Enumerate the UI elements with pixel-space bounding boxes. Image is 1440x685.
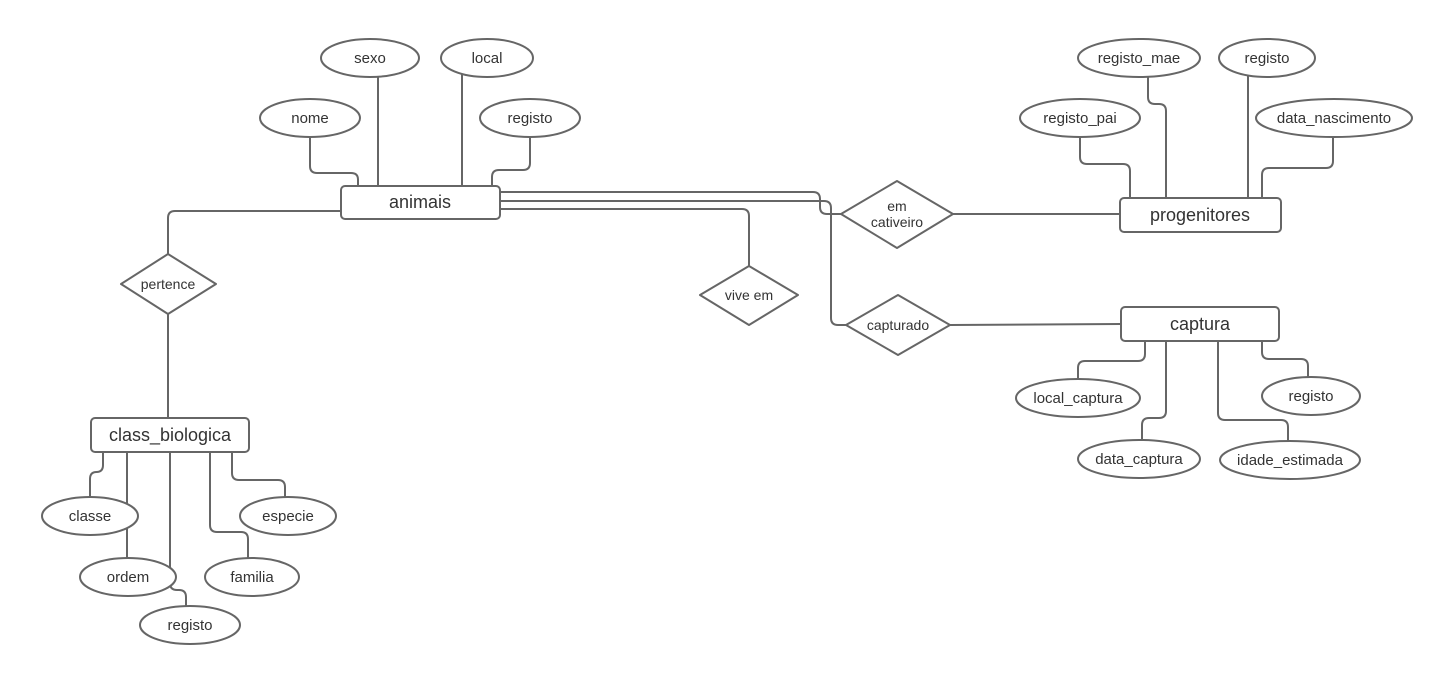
- connector-animais-pertence: [167, 210, 342, 255]
- attribute-registo-pai[interactable]: registo_pai: [1019, 98, 1141, 138]
- attribute-registo-captura[interactable]: registo: [1261, 376, 1361, 416]
- attribute-ellipse: [1077, 439, 1201, 479]
- connector-captura-datacaptura: [1141, 340, 1167, 441]
- attribute-ellipse: [259, 98, 361, 138]
- attribute-ellipse: [440, 38, 534, 78]
- connector-capturado-captura: [949, 323, 1122, 326]
- attribute-label: registo: [167, 617, 212, 634]
- attribute-ellipse: [41, 496, 139, 536]
- connector-captura-localcaptura: [1077, 340, 1146, 380]
- attribute-label: data_captura: [1095, 451, 1183, 468]
- attribute-classe[interactable]: classe: [41, 496, 139, 536]
- relationship-label: pertence: [141, 276, 196, 292]
- attribute-label: local_captura: [1033, 390, 1123, 407]
- attribute-label: registo_mae: [1098, 50, 1181, 67]
- attribute-label: idade_estimada: [1237, 452, 1344, 469]
- attribute-ellipse: [1019, 98, 1141, 138]
- attribute-idade-estimada[interactable]: idade_estimada: [1219, 440, 1361, 480]
- relationship-diamond: [840, 180, 954, 249]
- relationship-pertence[interactable]: pertence: [120, 253, 217, 315]
- attribute-ellipse: [139, 605, 241, 645]
- entity-captura[interactable]: captura: [1120, 306, 1280, 342]
- entity-label: animais: [389, 192, 451, 212]
- entity-box: [1120, 306, 1280, 342]
- attribute-label: familia: [230, 569, 274, 586]
- attribute-ellipse: [1077, 38, 1201, 78]
- attribute-label: especie: [262, 508, 314, 525]
- connector-registo-animais: [491, 136, 531, 187]
- connector-classbiologica-classe: [89, 451, 104, 498]
- attribute-familia[interactable]: familia: [204, 557, 300, 597]
- connector-animais-capturado: [499, 200, 847, 326]
- attribute-ellipse: [239, 496, 337, 536]
- entity-label: captura: [1170, 314, 1231, 334]
- attribute-local[interactable]: local: [440, 38, 534, 78]
- attribute-ellipse: [79, 557, 177, 597]
- connector-classbiologica-especie: [231, 451, 286, 498]
- entity-box: [90, 417, 250, 453]
- attribute-ellipse: [1261, 376, 1361, 416]
- connector-animais-viveem: [499, 208, 750, 267]
- connector-classbiologica-familia: [209, 451, 249, 559]
- relationship-label: vive em: [725, 287, 773, 303]
- relationship-em-cativeiro[interactable]: em cativeiro: [840, 180, 954, 249]
- connector-registomae-progenitores: [1147, 76, 1167, 199]
- attribute-label: nome: [291, 110, 329, 127]
- attribute-ellipse: [1015, 378, 1141, 418]
- attribute-registo-classbiologica[interactable]: registo: [139, 605, 241, 645]
- attribute-ellipse: [479, 98, 581, 138]
- attribute-ellipse: [1255, 98, 1413, 138]
- attribute-label: sexo: [354, 50, 386, 67]
- connector-layer: [89, 73, 1334, 607]
- connector-registopai-progenitores: [1079, 136, 1131, 199]
- attribute-data-nascimento[interactable]: data_nascimento: [1255, 98, 1413, 138]
- entity-box: [340, 185, 501, 220]
- connector-captura-registo: [1261, 340, 1309, 378]
- attribute-label: local: [472, 50, 503, 67]
- entity-class-biologica[interactable]: class_biologica: [90, 417, 250, 453]
- attribute-especie[interactable]: especie: [239, 496, 337, 536]
- attribute-ellipse: [1218, 38, 1316, 78]
- entity-progenitores[interactable]: progenitores: [1119, 197, 1282, 233]
- attribute-label: registo_pai: [1043, 110, 1116, 127]
- attribute-ordem[interactable]: ordem: [79, 557, 177, 597]
- attribute-registo-progenitores[interactable]: registo: [1218, 38, 1316, 78]
- attribute-nome[interactable]: nome: [259, 98, 361, 138]
- attribute-label: registo: [1244, 50, 1289, 67]
- attribute-registo-mae[interactable]: registo_mae: [1077, 38, 1201, 78]
- attribute-label: registo: [1288, 388, 1333, 405]
- connector-datanascimento-progenitores: [1261, 136, 1334, 199]
- attribute-registo-animais[interactable]: registo: [479, 98, 581, 138]
- attribute-ellipse: [1219, 440, 1361, 480]
- relationship-diamond: [845, 294, 951, 356]
- attribute-label: registo: [507, 110, 552, 127]
- entity-label: progenitores: [1150, 205, 1250, 225]
- relationship-diamond: [120, 253, 217, 315]
- relationship-label-line2: cativeiro: [871, 214, 923, 230]
- connector-animais-emcativeiro: [499, 191, 842, 215]
- attribute-label: data_nascimento: [1277, 110, 1391, 127]
- attribute-label: classe: [69, 508, 112, 525]
- attribute-local-captura[interactable]: local_captura: [1015, 378, 1141, 418]
- attribute-data-captura[interactable]: data_captura: [1077, 439, 1201, 479]
- attribute-label: ordem: [107, 569, 150, 586]
- relationship-label: capturado: [867, 317, 929, 333]
- relationship-capturado[interactable]: capturado: [845, 294, 951, 356]
- attribute-ellipse: [204, 557, 300, 597]
- attribute-ellipse: [320, 38, 420, 78]
- relationship-vive-em[interactable]: vive em: [699, 265, 799, 326]
- entity-animais[interactable]: animais: [340, 185, 501, 220]
- entity-box: [1119, 197, 1282, 233]
- relationship-diamond: [699, 265, 799, 326]
- connector-nome-animais: [309, 136, 359, 187]
- entity-label: class_biologica: [109, 425, 232, 446]
- relationship-label-line1: em: [887, 198, 906, 214]
- attribute-sexo[interactable]: sexo: [320, 38, 420, 78]
- connector-captura-idadeestimada: [1217, 340, 1289, 442]
